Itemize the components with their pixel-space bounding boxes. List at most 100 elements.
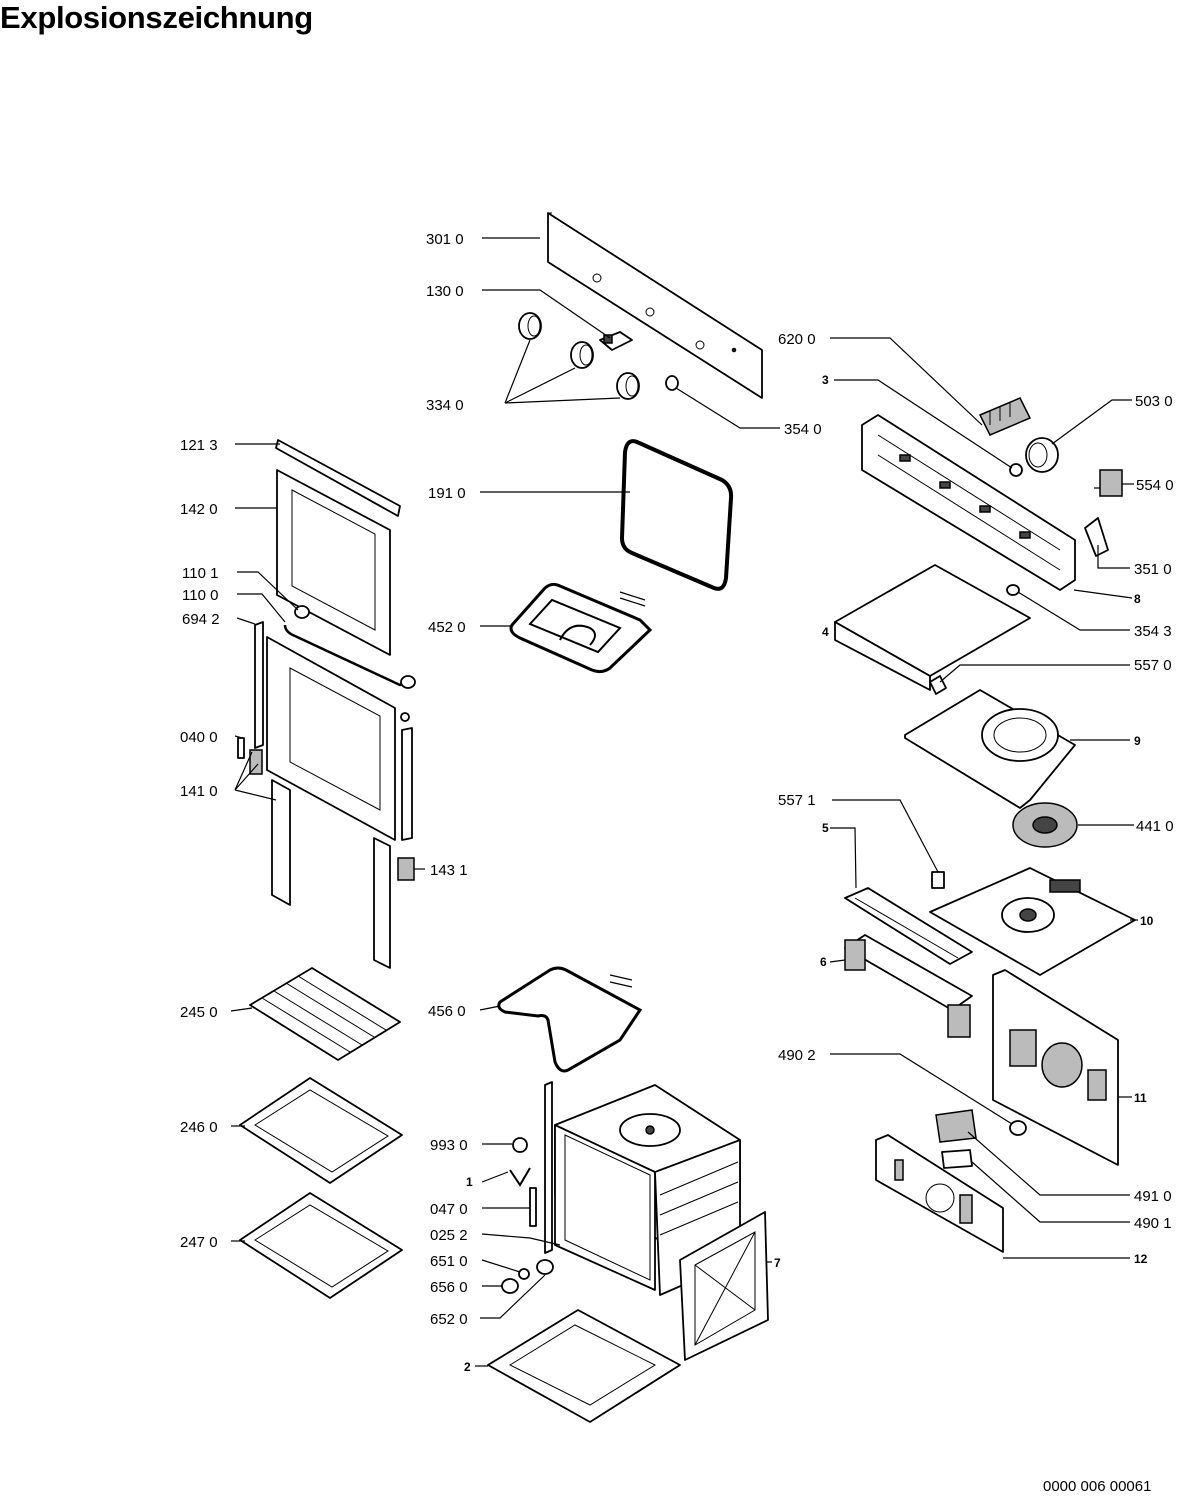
part-fan-cover [904, 689, 1076, 809]
label-130-0: 130 0 [426, 283, 464, 300]
part-hinge-1 [294, 605, 310, 619]
page-title: Explosionszeichnung [0, 0, 313, 35]
label-4: 4 [822, 625, 829, 639]
label-554-0: 554 0 [1136, 477, 1174, 494]
part-baking-tray-2 [239, 1192, 403, 1299]
part-timer-dial [1025, 437, 1059, 473]
part-oven-cavity [544, 1081, 741, 1296]
part-993 [512, 1137, 528, 1153]
label-452-0: 452 0 [428, 619, 466, 636]
part-top-heating-element [509, 582, 653, 674]
label-8: 8 [1134, 592, 1141, 606]
label-245-0: 245 0 [180, 1004, 218, 1021]
label-490-2: 490 2 [778, 1047, 816, 1064]
label-9: 9 [1134, 734, 1141, 748]
label-247-0: 247 0 [180, 1234, 218, 1251]
label-491-0: 491 0 [1134, 1188, 1172, 1205]
label-025-2: 025 2 [430, 1227, 468, 1244]
label-456-0: 456 0 [428, 1003, 466, 1020]
label-651-0: 651 0 [430, 1253, 468, 1270]
label-5: 5 [822, 821, 829, 835]
label-694-2: 694 2 [182, 611, 220, 628]
part-rear-panel [679, 1211, 769, 1361]
part-1 [509, 1167, 531, 1187]
label-12: 12 [1134, 1252, 1148, 1266]
part-652 [536, 1259, 554, 1275]
label-110-0: 110 0 [182, 587, 218, 604]
part-354-3 [1006, 584, 1020, 596]
leader-lines [230, 237, 1138, 1367]
part-panel-4 [834, 564, 1031, 691]
part-wire-shelf [249, 967, 401, 1061]
label-110-1: 110 1 [182, 565, 218, 582]
document-number: 0000 006 00061 [1043, 1478, 1152, 1495]
part-door-strip-2 [373, 837, 391, 969]
part-thermostat [1094, 469, 1123, 497]
label-354-0: 354 0 [784, 421, 822, 438]
label-143-1: 143 1 [430, 862, 468, 879]
part-rear-fan-panel [992, 969, 1119, 1166]
part-bracket-6 [844, 934, 973, 1038]
label-142-0: 142 0 [180, 501, 218, 518]
part-capillary [1084, 517, 1109, 557]
label-490-1: 490 1 [1134, 1215, 1172, 1232]
part-bracket [599, 331, 633, 351]
label-246-0: 246 0 [180, 1119, 218, 1136]
part-door-lock [237, 737, 263, 775]
part-indicator [665, 375, 679, 391]
label-040-0: 040 0 [180, 729, 218, 746]
part-inner-door [266, 636, 396, 841]
part-clip [400, 712, 410, 722]
label-121-3: 121 3 [180, 437, 218, 454]
part-hinge-2 [400, 675, 416, 689]
label-6: 6 [820, 955, 827, 969]
label-301-0: 301 0 [426, 231, 464, 248]
part-490-1 [941, 1149, 973, 1169]
part-switch-block [978, 397, 1032, 436]
label-503-0: 503 0 [1135, 393, 1173, 410]
part-clip-1431 [397, 857, 415, 881]
part-knobs [518, 312, 640, 400]
part-3 [1009, 463, 1023, 477]
part-control-housing [861, 414, 1076, 591]
part-oven-gasket [620, 439, 734, 591]
part-fan [1012, 802, 1078, 848]
label-993-0: 993 0 [430, 1137, 468, 1154]
label-1: 1 [466, 1175, 473, 1189]
part-557-1 [931, 871, 945, 889]
part-door-hinge-wire [283, 624, 411, 687]
label-7: 7 [774, 1256, 781, 1270]
label-557-0: 557 0 [1134, 657, 1172, 674]
label-3: 3 [822, 373, 829, 387]
label-334-0: 334 0 [426, 397, 464, 414]
part-490-2 [1009, 1120, 1027, 1136]
label-620-0: 620 0 [778, 331, 816, 348]
part-electronics-board [875, 1134, 1004, 1253]
label-441-0: 441 0 [1136, 818, 1174, 835]
part-bottom-plate [487, 1309, 681, 1423]
label-652-0: 652 0 [430, 1311, 468, 1328]
part-duct [844, 887, 973, 965]
label-351-0: 351 0 [1134, 561, 1172, 578]
label-191-0: 191 0 [428, 485, 466, 502]
label-557-1: 557 1 [778, 792, 816, 809]
part-bottom-heating-element [497, 966, 643, 1073]
part-door-strip-1 [271, 779, 291, 906]
part-047 [529, 1187, 537, 1227]
part-side-strip-left [254, 621, 264, 749]
part-651 [518, 1268, 530, 1280]
label-141-0: 141 0 [180, 783, 218, 800]
part-491-0 [935, 1109, 977, 1143]
part-baking-tray-1 [239, 1077, 403, 1184]
part-side-strip-right [401, 727, 413, 841]
label-2: 2 [464, 1360, 471, 1374]
part-control-panel [547, 212, 763, 399]
label-047-0: 047 0 [430, 1201, 468, 1218]
part-656 [501, 1278, 519, 1294]
label-354-3: 354 3 [1134, 623, 1172, 640]
label-656-0: 656 0 [430, 1279, 468, 1296]
label-11: 11 [1134, 1091, 1147, 1105]
part-door-top-rail [275, 439, 401, 517]
label-10: 10 [1140, 914, 1154, 928]
